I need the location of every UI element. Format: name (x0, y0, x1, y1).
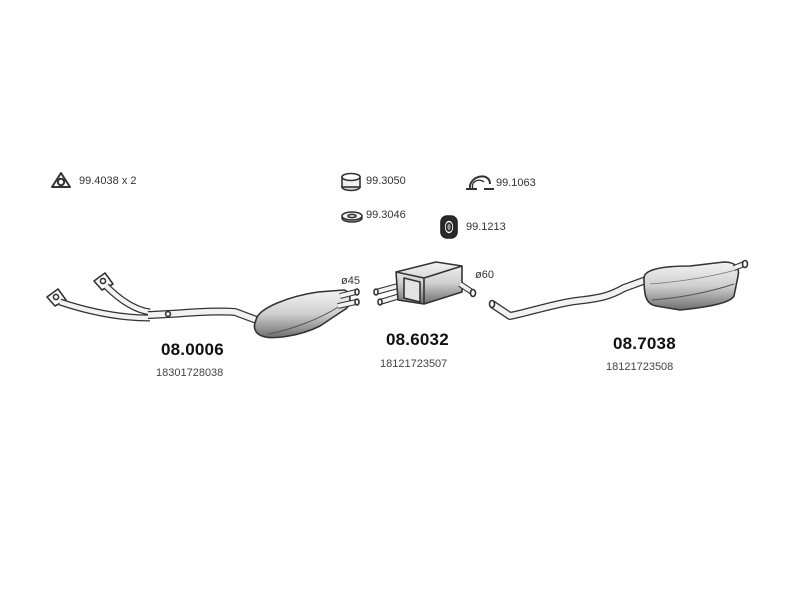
oe-number-front-pipe: 18301728038 (156, 367, 224, 379)
part-number-middle-silencer: 08.6032 (386, 330, 449, 349)
gasket-ring-icon (51, 172, 71, 188)
middle-silencer-drawing (373, 261, 477, 306)
accessory-code-99-1213: 99.1213 (466, 221, 506, 233)
accessory-code-99-3046: 99.3046 (366, 209, 406, 221)
accessory-code-99-4038: 99.4038 x 2 (79, 175, 137, 187)
diameter-label-front: ø45 (341, 275, 360, 287)
rear-silencer-drawing (488, 259, 749, 320)
rubber-mount-icon (440, 215, 458, 239)
flange-ring-icon (341, 172, 361, 192)
part-number-rear-silencer: 08.7038 (613, 334, 676, 353)
oe-number-rear-silencer: 18121723508 (606, 361, 674, 373)
pipe-clamp-icon (466, 175, 494, 190)
accessory-code-99-3050: 99.3050 (366, 175, 406, 187)
front-pipe-catalyst-drawing (46, 272, 360, 339)
oe-number-middle-silencer: 18121723507 (380, 358, 448, 370)
seal-washer-icon (341, 211, 363, 223)
accessory-code-99-1063: 99.1063 (496, 177, 536, 189)
diameter-label-middle: ø60 (475, 269, 494, 281)
part-number-front-pipe: 08.0006 (161, 340, 224, 359)
